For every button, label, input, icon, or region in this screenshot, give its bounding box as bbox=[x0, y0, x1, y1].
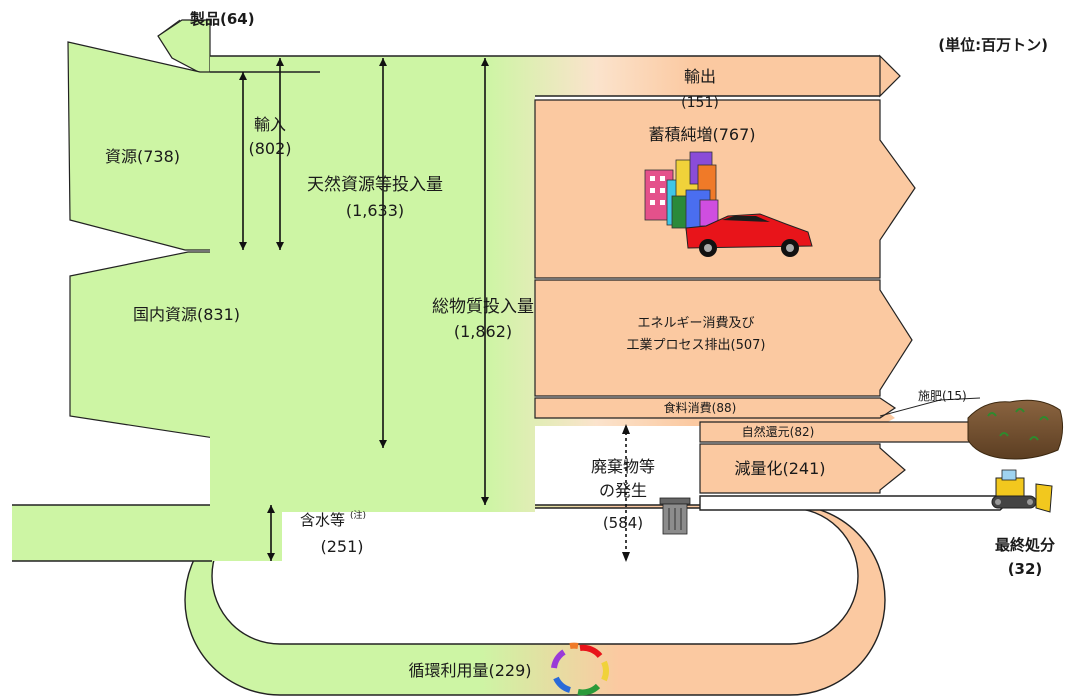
water-value: (251) bbox=[320, 537, 363, 556]
recycling-label: 循環利用量(229) bbox=[408, 661, 531, 680]
water-inflow-band bbox=[12, 504, 286, 562]
soil-icon bbox=[967, 399, 1064, 460]
waste-value: (584) bbox=[603, 514, 643, 532]
fertilizer-label: 施肥(15) bbox=[918, 389, 967, 403]
total-input-title: 総物質投入量 bbox=[432, 297, 534, 317]
output-arrows bbox=[534, 54, 1010, 511]
car-icon bbox=[685, 213, 813, 257]
domestic-resources-label: 国内資源(831) bbox=[133, 305, 240, 324]
buildings-icon bbox=[644, 151, 719, 231]
unit-note: (単位:百万トン) bbox=[938, 36, 1048, 54]
water-note: (注) bbox=[350, 509, 366, 521]
resources-label: 資源(738) bbox=[105, 147, 180, 166]
exports-value: (151) bbox=[681, 95, 719, 111]
natural-input-value: (1,633) bbox=[346, 201, 404, 220]
energy-label-line2: 工業プロセス排出(507) bbox=[627, 337, 766, 353]
bulldozer-icon bbox=[991, 469, 1053, 513]
imports-title: 輸入 bbox=[254, 115, 286, 134]
final-disposal-value: (32) bbox=[1008, 560, 1043, 578]
recycle-icon bbox=[551, 642, 609, 696]
fertilizer-line bbox=[879, 397, 981, 417]
natural-return-label: 自然還元(82) bbox=[742, 424, 815, 439]
trash-can-icon bbox=[659, 497, 691, 535]
imports-value: (802) bbox=[248, 139, 291, 158]
products-leader-line bbox=[157, 19, 181, 37]
energy-label-line1: エネルギー消費及び bbox=[637, 316, 754, 331]
reduction-label: 減量化(241) bbox=[734, 459, 825, 478]
products-label: 製品(64) bbox=[189, 10, 255, 28]
accumulation-label: 蓄積純増(767) bbox=[648, 125, 755, 144]
natural-input-title: 天然資源等投入量 bbox=[307, 175, 443, 195]
water-title: 含水等 bbox=[300, 511, 345, 529]
final-disposal-title: 最終処分 bbox=[995, 536, 1055, 554]
waste-title-line1: 廃棄物等 bbox=[591, 457, 655, 476]
measurement-arrows bbox=[239, 58, 630, 562]
exports-title: 輸出 bbox=[684, 67, 716, 86]
total-input-value: (1,862) bbox=[454, 322, 512, 341]
recycling-loop bbox=[184, 504, 886, 696]
waste-title-line2: の発生 bbox=[599, 481, 647, 500]
food-label: 食料消費(88) bbox=[664, 400, 737, 415]
